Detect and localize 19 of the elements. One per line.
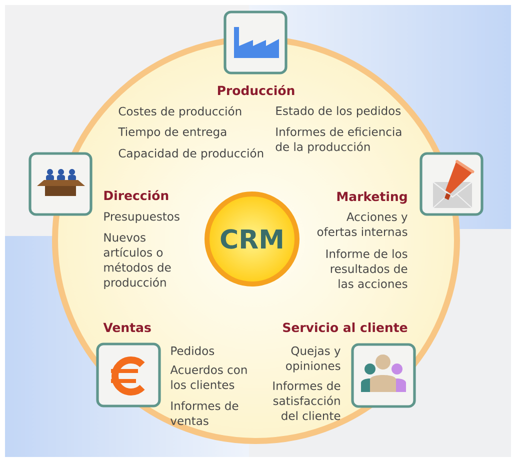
section-heading: Dirección (104, 190, 168, 200)
section-heading: Marketing (337, 192, 407, 204)
section-heading: Servicio al cliente (283, 322, 408, 332)
item-text: Informes de ventas (170, 401, 238, 426)
item-text: Presupuestos (104, 212, 180, 223)
item-text: Estado de los pedidos (276, 106, 401, 118)
item-text: Acuerdos con los clientes (170, 365, 247, 390)
item-text: Tiempo de entrega (118, 127, 226, 138)
item-text: Informes de eficiencia de la producción (276, 127, 402, 154)
item-text: Informes de satisfacción del cliente (273, 381, 340, 420)
section-heading: Ventas (103, 322, 151, 332)
section-heading: Producción (218, 85, 294, 96)
item-text: Costes de producción (118, 106, 242, 118)
item-text: Pedidos (171, 346, 214, 356)
item-text: Capacidad de producción (118, 148, 264, 160)
item-text: Quejas y opiniones (286, 346, 340, 372)
item-text: Informe de los resultados de las acciones (326, 249, 408, 288)
item-text: Nuevos artículos o métodos de producción (104, 233, 171, 289)
item-text: Acciones y ofertas internas (317, 212, 408, 236)
